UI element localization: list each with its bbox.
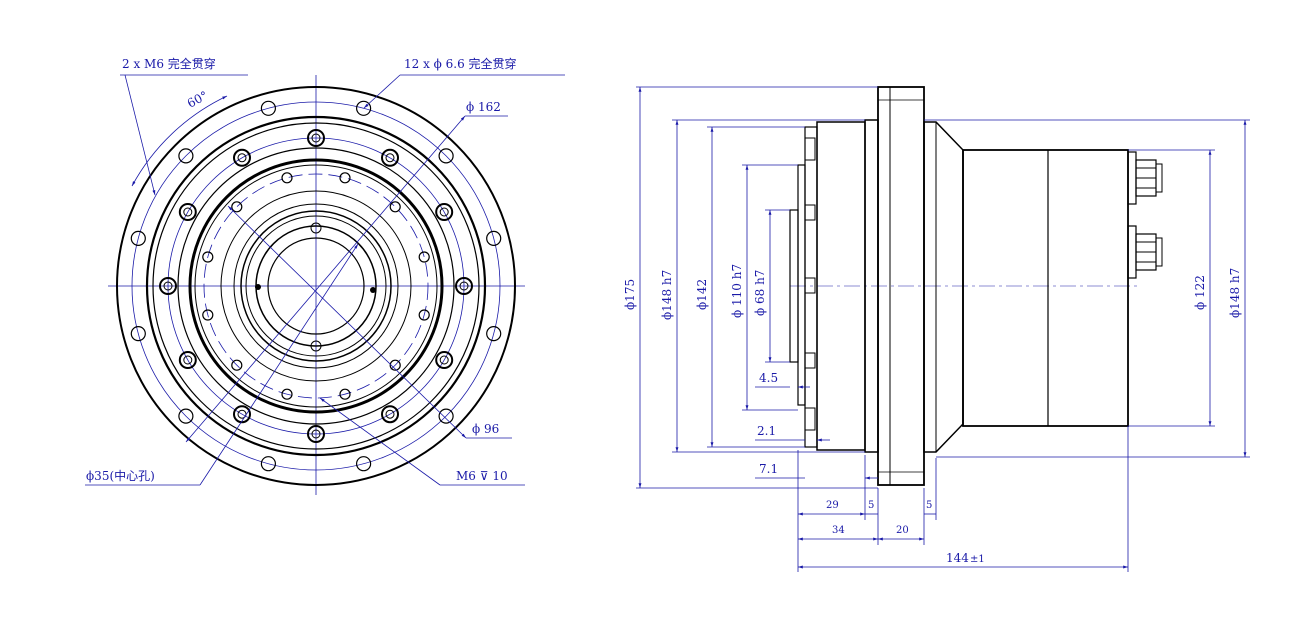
cable-gland-bottom <box>1127 225 1163 279</box>
outer-flange-ring <box>116 86 516 486</box>
bolt-head-inner-7 <box>163 281 173 291</box>
label-m6-depth: M6 ⊽ 10 <box>456 469 508 483</box>
motor-body <box>962 149 1129 427</box>
front-view: 2 x M6 完全贯穿 12 x ϕ 6.6 完全贯穿 60° ϕ 162 ϕ … <box>85 56 565 495</box>
output-face-mid <box>797 164 806 406</box>
dim-20: 20 <box>896 525 909 536</box>
dim-d122: ϕ 122 <box>1193 275 1207 310</box>
leader-center <box>199 243 359 486</box>
dim-144-tolerance: ±1 <box>970 554 985 565</box>
dim-5a: 5 <box>868 500 874 511</box>
outer-hole-3 <box>356 456 372 472</box>
dim-144: 144 <box>946 551 969 565</box>
side-view: ϕ175 ϕ148 h7 ϕ142 ϕ 110 h7 ϕ 68 h7 ϕ 122… <box>623 86 1250 572</box>
dim-2-1: 2.1 <box>757 424 776 438</box>
label-d162: ϕ 162 <box>466 100 501 114</box>
leader-66 <box>363 74 401 109</box>
vertical-dimensions-left <box>636 86 878 489</box>
dim-d148-left: ϕ148 h7 <box>660 270 674 320</box>
label-d96: ϕ 96 <box>472 422 499 436</box>
outer-hole-7 <box>130 230 146 246</box>
inner-hole-11 <box>389 201 401 213</box>
outer-hole-12 <box>486 230 502 246</box>
vertical-dimensions-right <box>924 119 1250 458</box>
angle-arc-60 <box>131 95 228 187</box>
leader-m6-depth <box>319 397 441 486</box>
dim-5b: 5 <box>926 500 932 511</box>
outer-hole-9 <box>260 100 276 116</box>
dim-d148-right: ϕ148 h7 <box>1228 268 1242 318</box>
dim-4-5: 4.5 <box>759 371 778 385</box>
outer-hole-10 <box>356 100 372 116</box>
inner-hole-10 <box>339 172 351 184</box>
dim-d110: ϕ 110 h7 <box>730 264 744 318</box>
cable-gland-top <box>1127 151 1163 205</box>
leader-d96 <box>227 205 467 439</box>
hub-hole-right <box>370 287 376 293</box>
inner-hole-8 <box>231 201 243 213</box>
outer-hole-6 <box>130 326 146 342</box>
label-holes-66: 12 x ϕ 6.6 完全贯穿 <box>404 56 517 71</box>
leader-m6 <box>124 74 156 196</box>
outer-hole-4 <box>260 456 276 472</box>
label-center: ϕ35(中心孔) <box>86 468 155 483</box>
thickness-dimensions <box>755 385 878 480</box>
bolt-head-7 <box>159 277 177 295</box>
horizontal-dimensions <box>797 426 1129 572</box>
bolt-circle-162 <box>131 101 501 471</box>
dim-d68: ϕ 68 h7 <box>753 270 767 316</box>
hub-hole-left <box>255 284 261 290</box>
outer-hole-1 <box>486 326 502 342</box>
dim-7-1: 7.1 <box>759 462 778 476</box>
dim-d175: ϕ175 <box>623 279 637 310</box>
motor-cone <box>923 121 964 453</box>
dim-34: 34 <box>832 525 845 536</box>
dim-29: 29 <box>826 500 839 511</box>
label-holes-m6: 2 x M6 完全贯穿 <box>122 56 216 71</box>
inner-hole-9 <box>281 172 293 184</box>
dim-d142: ϕ142 <box>695 279 709 310</box>
